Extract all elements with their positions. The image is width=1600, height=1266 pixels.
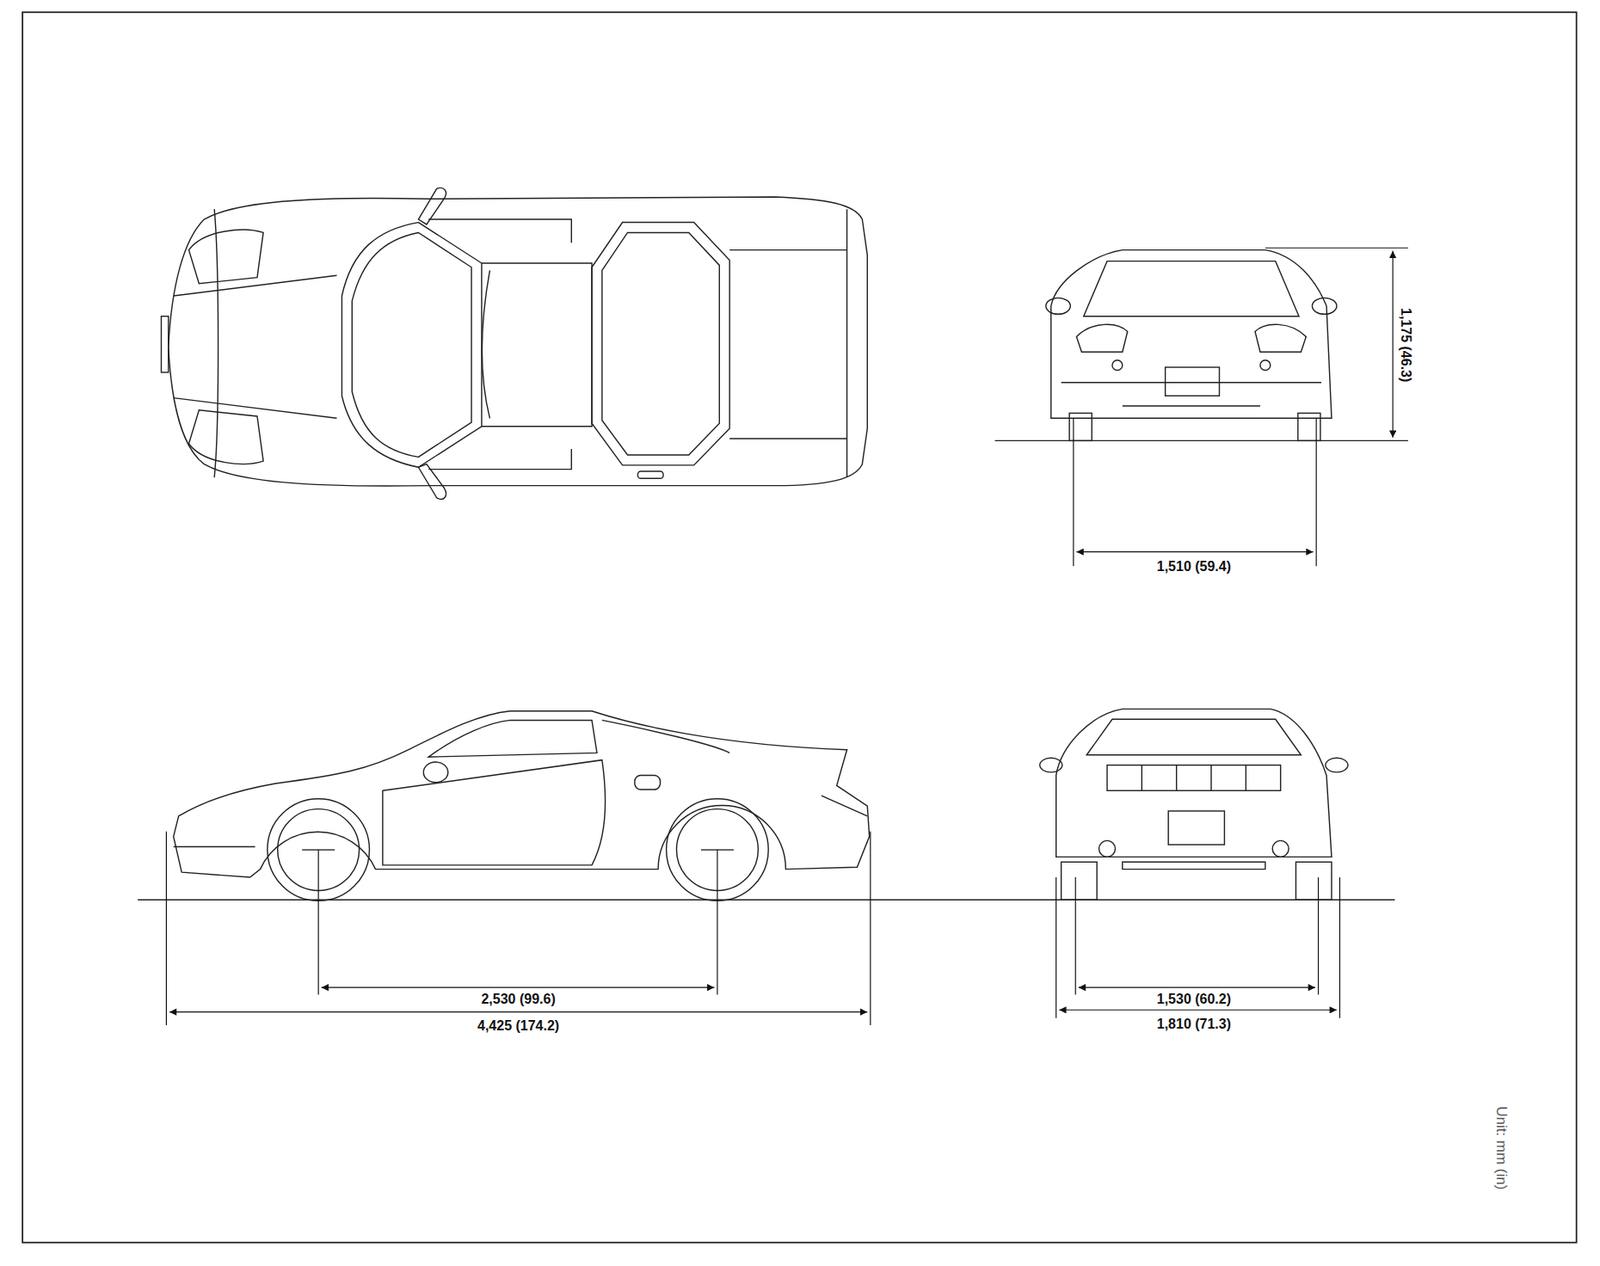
side-view (137, 711, 1395, 902)
dimension-label: 1,175 (46.3) (1397, 305, 1414, 385)
rear-view (1040, 708, 1348, 900)
frame (22, 12, 1576, 1243)
top-view (160, 187, 868, 499)
dimension-label: 2,530 (99.6) (478, 991, 558, 1008)
dimension-label: 4,425 (174.2) (474, 1018, 562, 1034)
dimension-label: 1,530 (60.2) (1154, 991, 1234, 1008)
dimension-label: 1,810 (71.3) (1154, 1016, 1234, 1033)
unit-note: Unit: mm (in) (1493, 1103, 1511, 1193)
dimension-label: 1,510 (59.4) (1154, 559, 1234, 575)
dimension-lines (166, 247, 1409, 1026)
front-view (995, 250, 1409, 442)
